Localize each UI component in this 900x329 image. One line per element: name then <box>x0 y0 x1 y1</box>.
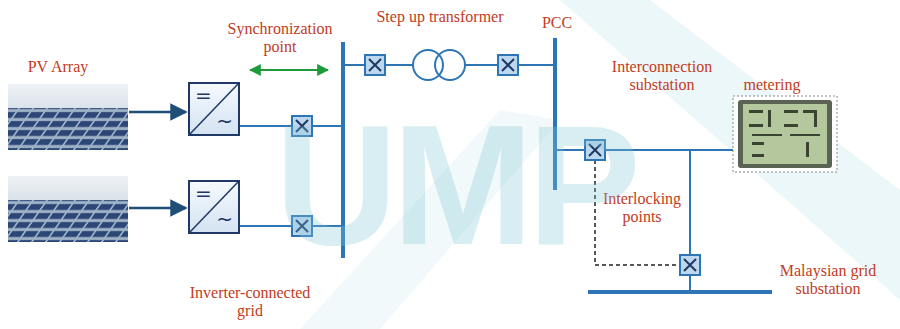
label-box: Synchronization point <box>221 20 339 57</box>
label-box: metering <box>744 76 801 94</box>
dc-feed-arrow <box>129 207 186 210</box>
label-box: PCC <box>542 14 572 32</box>
inverter-diagonal-line <box>190 84 238 134</box>
inverter-diagonal-line <box>190 182 238 232</box>
sync-arrow <box>250 69 328 71</box>
annotation-label: metering <box>744 76 801 94</box>
inverter-box: =~ <box>188 180 240 234</box>
label-box: Interconnection substation <box>605 58 720 95</box>
annotation-label: Inverter-connected grid <box>184 284 316 321</box>
pv-array-photo <box>8 176 128 242</box>
inverter-box: =~ <box>188 82 240 136</box>
label-box: Step up transformer <box>376 8 503 26</box>
meter-photo <box>733 96 837 172</box>
pv-array-photo <box>8 84 128 150</box>
annotation-label: PCC <box>542 14 572 32</box>
dc-symbol: = <box>195 85 212 105</box>
label-box: PV Array <box>28 58 89 76</box>
ac-symbol: ~ <box>216 111 233 131</box>
dc-symbol: = <box>195 183 212 203</box>
transformer-symbol <box>413 50 465 80</box>
label-box: Malaysian grid substation <box>772 262 884 299</box>
annotation-label: Step up transformer <box>376 8 503 26</box>
annotation-label: Interconnection substation <box>605 58 720 95</box>
ac-symbol: ~ <box>216 209 233 229</box>
watermark-box: UMP <box>275 100 635 270</box>
dc-feed-arrow <box>129 111 186 114</box>
wires <box>240 65 733 292</box>
annotation-label: Malaysian grid substation <box>772 262 884 299</box>
annotation-label: PV Array <box>28 58 89 76</box>
watermark: UMP <box>275 100 635 270</box>
label-box: Inverter-connected grid <box>184 284 316 321</box>
annotation-label: Synchronization point <box>221 20 339 57</box>
